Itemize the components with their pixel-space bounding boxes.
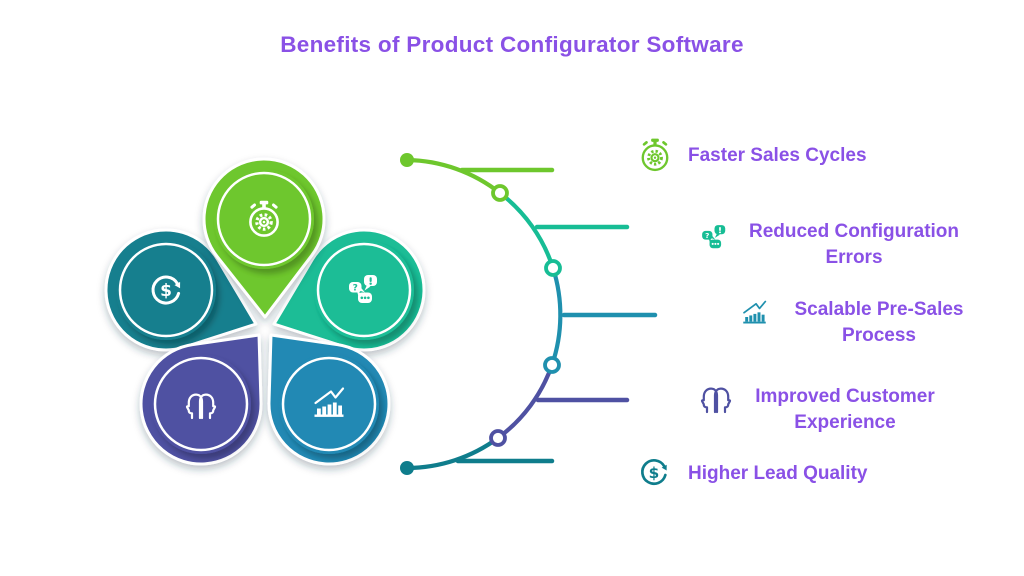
- petal-improved-customer-experience: [139, 333, 263, 466]
- petal-reduced-configuration-errors: [272, 228, 426, 352]
- bar-chart-icon: [739, 298, 770, 329]
- petal-scalable-pre-sales-process: [267, 333, 391, 466]
- legend-item-faster-sales-cycles: Faster Sales Cycles: [688, 145, 867, 166]
- petal-higher-lead-quality: [104, 228, 258, 352]
- timeline-segment: [404, 435, 501, 471]
- two-heads-icon: [696, 378, 736, 418]
- chat-bubbles-icon: [698, 221, 731, 254]
- timeline-segment: [549, 265, 563, 368]
- timeline-node: [544, 259, 562, 277]
- timeline-endpoint-dot: [400, 153, 414, 167]
- timeline-endpoint-dot: [400, 461, 414, 475]
- timeline-segment: [497, 190, 556, 271]
- petal-ring: [316, 242, 412, 338]
- petal-faster-sales-cycles: [202, 157, 326, 319]
- legend-item-reduced-configuration-errors: Reduced Configuration Errors: [748, 221, 960, 268]
- page-title: Benefits of Product Configurator Softwar…: [280, 32, 744, 57]
- legend-item-higher-lead-quality: Higher Lead Quality: [688, 463, 868, 484]
- timeline-arc: [400, 153, 658, 475]
- petal-ring: [216, 171, 312, 267]
- timeline-segment: [404, 157, 503, 196]
- petal-ring: [118, 242, 214, 338]
- timeline-node: [491, 184, 509, 202]
- timeline-node: [489, 429, 507, 447]
- petal-ring: [281, 356, 377, 452]
- stopwatch-icon: [637, 137, 673, 173]
- timeline-node: [543, 356, 561, 374]
- legend-item-improved-customer-experience: Improved Customer Experience: [755, 386, 935, 433]
- legend-item-scalable-pre-sales-process: Scalable Pre-Sales Process: [794, 299, 964, 346]
- dollar-cycle-icon: [636, 454, 672, 490]
- petal-ring: [153, 356, 249, 452]
